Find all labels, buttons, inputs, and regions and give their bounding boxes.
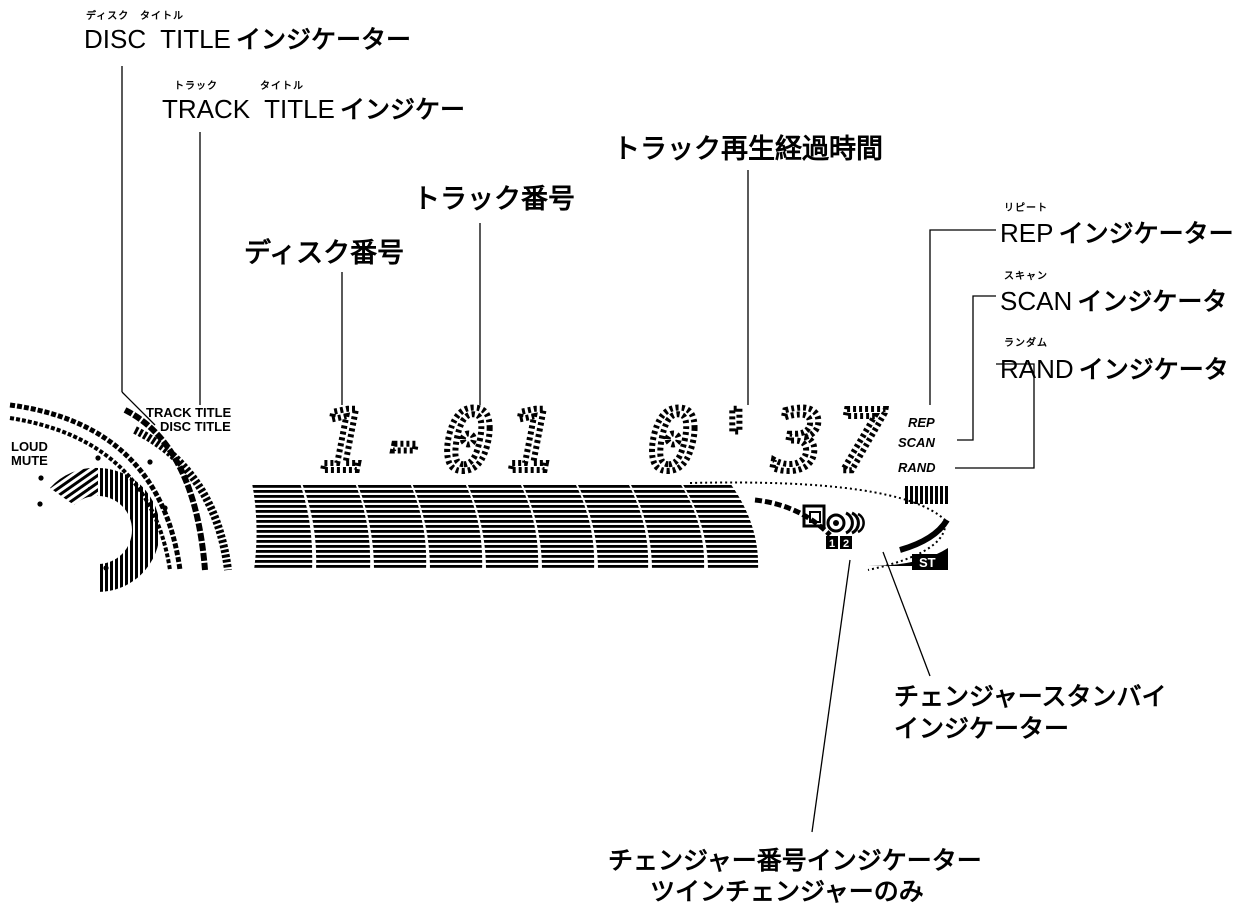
rand-lcd-indicator: RAND	[898, 460, 936, 475]
track-title-ruby: タイトル	[260, 81, 304, 92]
lcd-track-title: TRACK TITLE	[146, 405, 232, 420]
st-indicator-box	[912, 554, 948, 570]
lcd-disc-title: DISC TITLE	[160, 419, 231, 434]
track-ruby: トラック	[174, 81, 218, 92]
dial-dot	[37, 501, 43, 507]
changer-2: 2	[843, 538, 849, 550]
rand-en: RAND	[1000, 354, 1074, 384]
rand-indicator-label: RAND インジケータ	[1000, 356, 1229, 382]
dial-dot	[38, 475, 44, 481]
right-arc-decor: ST	[689, 481, 950, 571]
dial-dot	[95, 455, 101, 461]
track-number-label: トラック番号	[413, 184, 575, 215]
dial-dot	[147, 459, 153, 465]
dial-dot	[103, 565, 109, 571]
leader-lines	[121, 66, 1035, 833]
changer-number-line1: チェンジャー番号インジケーター	[608, 846, 982, 875]
rand-ruby: ランダム	[1004, 338, 1048, 349]
disc-title-indicator-label: DISC TITLE インジケーター	[84, 26, 411, 52]
rep-lcd-indicator: REP	[908, 415, 935, 430]
changer-number-line2: ツインチェンジャーのみ	[650, 877, 924, 906]
scan-ruby: スキャン	[1004, 271, 1048, 282]
track-title-indicator-label: TRACK TITLE インジケー	[162, 96, 465, 122]
scan-jp: インジケータ	[1077, 287, 1228, 316]
changer-standby-line2: インジケーター	[894, 714, 1070, 743]
disc-title-en: DISC TITLE	[84, 24, 231, 54]
rep-en: REP	[1000, 218, 1054, 248]
mute-indicator: MUTE	[11, 453, 48, 468]
level-meter	[252, 483, 759, 570]
disc-track-readout: 1-01	[318, 392, 568, 490]
st-indicator: ST	[919, 555, 936, 570]
disc-title-jp: インジケーター	[235, 25, 411, 54]
changer-standby-icon	[802, 504, 865, 535]
loud-indicator: LOUD	[11, 439, 48, 454]
track-title-jp: インジケー	[339, 95, 465, 124]
track-title-en: TRACK TITLE	[162, 94, 335, 124]
time-readout: 0'37	[648, 392, 898, 490]
changer-1: 1	[829, 538, 835, 550]
changer-number-icon: 1 2	[826, 536, 852, 550]
disc-number-label: ディスク番号	[244, 238, 405, 269]
changer-standby-line1: チェンジャースタンバイ	[894, 682, 1167, 711]
outer-arcs	[9, 402, 232, 571]
rep-ruby: リピート	[1004, 203, 1048, 214]
rep-indicator-label: REP インジケーター	[1000, 220, 1234, 246]
rep-jp: インジケーター	[1058, 219, 1234, 248]
disc-title-ruby: タイトル	[140, 11, 184, 22]
loud-mute-dial	[37, 455, 168, 592]
rand-jp: インジケータ	[1078, 355, 1229, 384]
scan-indicator-label: SCAN インジケータ	[1000, 288, 1227, 314]
track-elapsed-time-label: トラック再生経過時間	[613, 134, 883, 165]
scan-lcd-indicator: SCAN	[898, 435, 935, 450]
scan-en: SCAN	[1000, 286, 1073, 316]
disc-ruby: ディスク	[86, 11, 130, 22]
